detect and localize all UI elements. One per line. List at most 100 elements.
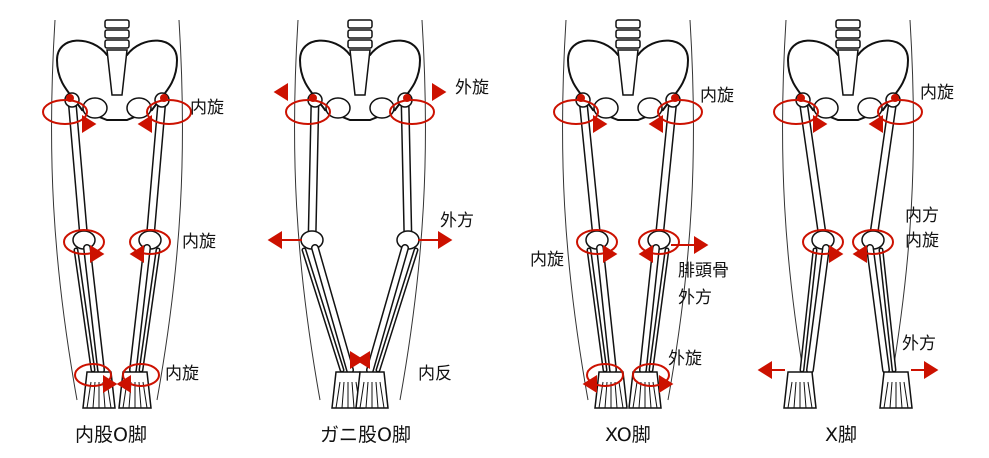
hip-arrowhead-left bbox=[82, 115, 97, 133]
foot-arrowhead-left bbox=[582, 375, 597, 393]
knee-arrowhead-left bbox=[267, 231, 282, 249]
vertebra bbox=[835, 39, 861, 49]
fig3-fibula-label-2: 外方 bbox=[678, 288, 712, 308]
foot-varus-arrowhead-right bbox=[355, 351, 370, 369]
toe bbox=[793, 381, 797, 409]
skeleton-figure-4 bbox=[757, 19, 939, 409]
toe bbox=[618, 381, 624, 409]
fibula-right-fill bbox=[650, 249, 668, 371]
toe bbox=[803, 381, 807, 409]
femur-left-fill bbox=[309, 97, 318, 243]
fibula-right-fill bbox=[377, 249, 417, 371]
foot-arrowhead-right bbox=[924, 361, 939, 379]
toe bbox=[787, 381, 793, 409]
hip-arrowhead-right bbox=[648, 115, 663, 133]
knee-arrowhead-right bbox=[852, 245, 867, 263]
foot-rotation-arrow-right bbox=[122, 363, 160, 387]
knee-arrowhead-right bbox=[438, 231, 453, 249]
toe bbox=[341, 381, 345, 409]
hip-rotation-arrow-left bbox=[42, 99, 88, 125]
toe bbox=[903, 381, 909, 409]
fig3-fibula-label-1: 腓頭骨 bbox=[678, 261, 729, 281]
vertebra bbox=[347, 19, 373, 29]
fig4-hip-label: 内旋 bbox=[920, 83, 954, 103]
vertebra bbox=[104, 39, 130, 49]
tibia-left-fill bbox=[597, 245, 616, 373]
obturator-right bbox=[857, 97, 883, 119]
foot-arrowhead-right bbox=[116, 375, 131, 393]
fig4-foot-label: 外方 bbox=[902, 334, 936, 354]
hip-rotation-arrow-left bbox=[553, 99, 599, 125]
body-outline bbox=[561, 19, 695, 401]
knee-rotation-arrow-right bbox=[638, 229, 680, 255]
sacrum bbox=[349, 49, 371, 96]
body-outline bbox=[781, 19, 915, 401]
skeleton-figure-1 bbox=[42, 19, 192, 409]
toe bbox=[375, 381, 379, 409]
fig2-foot-label: 内反 bbox=[418, 364, 452, 384]
knee-rotation-arrow-left bbox=[576, 229, 618, 255]
fig1-hip-label: 内旋 bbox=[190, 98, 224, 118]
foot-rotation-arrow-left bbox=[74, 363, 112, 387]
tibia-left-fill bbox=[807, 245, 829, 373]
foot-arrowhead-left bbox=[103, 375, 118, 393]
fig3-foot-label: 外旋 bbox=[668, 349, 702, 369]
hip-rotation-arrow-right bbox=[657, 99, 703, 125]
fig2-caption: ガニ股O脚 bbox=[320, 424, 411, 446]
obturator-left bbox=[325, 97, 351, 119]
knee-arrowhead-right bbox=[638, 245, 653, 263]
toe bbox=[614, 381, 618, 409]
foot-rotation-arrow-left bbox=[586, 363, 624, 387]
obturator-left bbox=[82, 97, 108, 119]
toe bbox=[807, 381, 813, 409]
fibula-left-fill bbox=[588, 249, 606, 371]
toe bbox=[379, 381, 385, 409]
vertebra bbox=[104, 29, 130, 39]
toe bbox=[365, 381, 369, 409]
skeleton-figure-3 bbox=[553, 19, 709, 409]
tibia-right-fill bbox=[367, 245, 408, 373]
fibula-left-fill bbox=[75, 249, 94, 371]
obturator-right bbox=[369, 97, 395, 119]
vertebra bbox=[615, 29, 641, 39]
fig2-hip-label: 外旋 bbox=[455, 78, 489, 98]
tibia-right-fill bbox=[130, 245, 150, 373]
toe bbox=[359, 381, 365, 409]
fibula-left-fill bbox=[303, 249, 343, 371]
tibia-right-fill bbox=[867, 245, 889, 373]
fig3-hip-label: 内旋 bbox=[700, 86, 734, 106]
toe bbox=[638, 381, 642, 409]
foot-arrowhead-right bbox=[659, 375, 674, 393]
vertebra bbox=[835, 19, 861, 29]
toe bbox=[335, 381, 341, 409]
obturator-right bbox=[637, 97, 663, 119]
skeleton-figure-2 bbox=[267, 19, 453, 409]
vertebra bbox=[347, 29, 373, 39]
fig4-knee-label-1: 内方 bbox=[905, 206, 939, 226]
hip-arrowhead-right bbox=[868, 115, 883, 133]
knee-arrowhead-left bbox=[829, 245, 844, 263]
toe bbox=[632, 381, 638, 409]
vertebra bbox=[835, 29, 861, 39]
fibula-right-fill bbox=[880, 249, 895, 371]
fibula-arrowhead bbox=[694, 236, 709, 254]
fibula-right-fill bbox=[140, 249, 159, 371]
hip-arrowhead-left bbox=[593, 115, 608, 133]
vertebra bbox=[104, 19, 130, 29]
hip-rotation-arrow-right bbox=[146, 99, 192, 125]
sacrum bbox=[617, 49, 639, 96]
sacrum bbox=[837, 49, 859, 96]
vertebra bbox=[347, 39, 373, 49]
hip-arrowhead-left bbox=[273, 83, 288, 101]
knee-arrowhead-right bbox=[129, 245, 144, 263]
toe bbox=[351, 381, 355, 409]
fibula-left-fill bbox=[801, 249, 816, 371]
tibia-left-fill bbox=[312, 245, 353, 373]
tibia-left-fill bbox=[84, 245, 104, 373]
femur-right-fill bbox=[402, 97, 411, 243]
fig4-knee-label-2: 内旋 bbox=[905, 231, 939, 251]
hip-rotation-arrow-right bbox=[877, 99, 923, 125]
fig3-knee-label: 内旋 bbox=[530, 250, 564, 270]
